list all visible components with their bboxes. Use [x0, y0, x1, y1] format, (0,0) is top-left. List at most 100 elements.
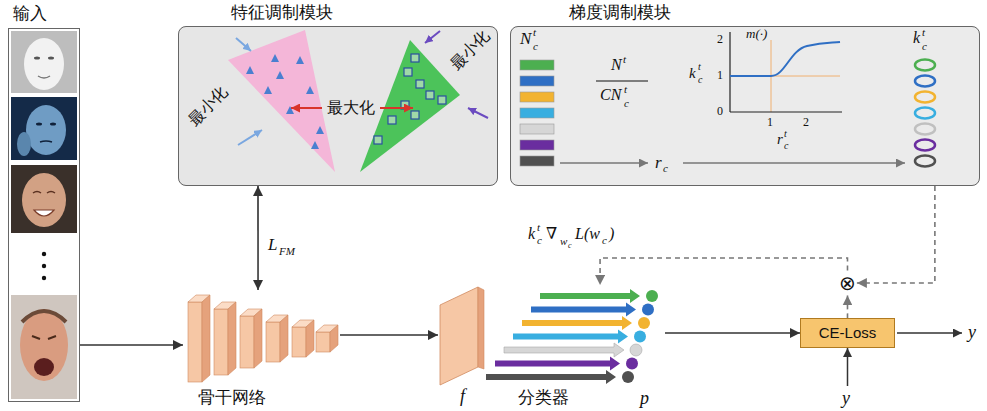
count-bar [520, 108, 554, 118]
modulation-curve [730, 42, 840, 76]
coefficient-ring [915, 124, 935, 135]
feature-point [404, 68, 412, 76]
layer-side [228, 302, 236, 375]
maximize-arrow [380, 107, 413, 109]
output-symbol: p [640, 389, 649, 407]
axis-label: k [689, 66, 696, 81]
probability-dot [626, 358, 638, 370]
connector [257, 186, 259, 290]
flow-arrow [560, 162, 648, 164]
layer-front [266, 322, 280, 362]
photo-ground [11, 295, 77, 399]
feature-point [388, 116, 396, 124]
gradient-modulation-panel: 梯度调制模块 [510, 26, 980, 186]
math-superscript: t [922, 27, 925, 38]
eye [34, 57, 40, 60]
feature-squares [374, 54, 446, 144]
probability-dot [634, 331, 646, 343]
feature-point [438, 96, 446, 104]
class-arrow [504, 343, 624, 357]
ellipsis-dot [42, 276, 46, 280]
feature-point [374, 136, 382, 144]
box-label: CE-Loss [819, 324, 877, 341]
math-subscript: c [624, 98, 629, 109]
class-count-bars [520, 60, 554, 166]
target-symbol: y [842, 389, 850, 407]
feature-point [316, 126, 324, 134]
feature-triangles [246, 54, 324, 149]
eye [36, 123, 42, 126]
class-arrow [522, 316, 632, 330]
minimize-arrow [425, 31, 440, 43]
mouth [34, 210, 54, 216]
input-panel: 输入 [8, 28, 80, 402]
target-arrow [847, 348, 849, 386]
math-superscript: t [537, 222, 540, 233]
probability-dot [642, 304, 654, 316]
math-subscript: c [663, 163, 668, 174]
math-subscript: c [533, 41, 538, 52]
math-subscript: c [698, 75, 702, 85]
feature-point [264, 86, 272, 94]
face-image [11, 31, 77, 93]
feature-point [246, 66, 254, 74]
count-bar [520, 92, 554, 102]
tick-label: 1 [717, 69, 723, 81]
photo-ground [11, 97, 77, 160]
feature-point [276, 71, 284, 79]
panel-ground [178, 26, 498, 186]
count-bar [520, 140, 554, 150]
mouth [38, 76, 50, 78]
connector [340, 334, 438, 336]
feature-point [271, 54, 279, 62]
layer-front [240, 316, 254, 368]
coefficient-ring [915, 156, 935, 167]
feature-point [416, 80, 424, 88]
math-subscript: w [560, 236, 567, 247]
layer-side [306, 320, 314, 357]
math-superscript: t [698, 62, 701, 72]
face-image [11, 97, 77, 160]
plot-axis [729, 32, 730, 112]
objective-label: 最小化 [185, 83, 230, 128]
multiply-symbol: ⊗ [838, 271, 857, 296]
feature-point [311, 141, 319, 149]
math-subscript: FM [279, 246, 295, 257]
operator-symbol: ⊗ [839, 272, 856, 295]
class-coefficients [915, 60, 935, 167]
math-superscript: t [784, 129, 787, 139]
layer-front [292, 327, 306, 357]
math-symbol: k [913, 30, 920, 46]
math-subscript: c [922, 41, 927, 52]
minimize-arrow [238, 130, 262, 145]
feature-point [296, 56, 304, 64]
panel-ground [510, 26, 980, 186]
layer-side [280, 315, 288, 362]
math-subscript: c [568, 242, 572, 250]
minimize-arrow [468, 108, 488, 118]
feature-plane: f [438, 285, 493, 408]
coefficient-ring [915, 76, 935, 87]
fraction-bar [596, 80, 648, 81]
backbone-layers [188, 295, 338, 382]
probability-dot [630, 344, 642, 356]
connector [80, 344, 183, 346]
face [24, 38, 64, 90]
maximize-arrow [291, 107, 322, 109]
class-arrow [486, 370, 616, 384]
symbol-label: f [460, 386, 465, 407]
coefficient-ring [915, 108, 935, 119]
eye [32, 336, 56, 339]
photo-ground [11, 165, 77, 233]
block-label: 骨干网络 [198, 388, 266, 408]
class-arrow [531, 303, 636, 317]
classifier: 分类器 [470, 285, 665, 408]
layer-side [254, 309, 262, 368]
axis-label: r [777, 132, 783, 147]
eye [48, 57, 54, 60]
layer-front [188, 302, 202, 382]
coefficient-ring [915, 140, 935, 151]
math-subscript: c [602, 235, 607, 246]
class-cluster [360, 40, 460, 172]
